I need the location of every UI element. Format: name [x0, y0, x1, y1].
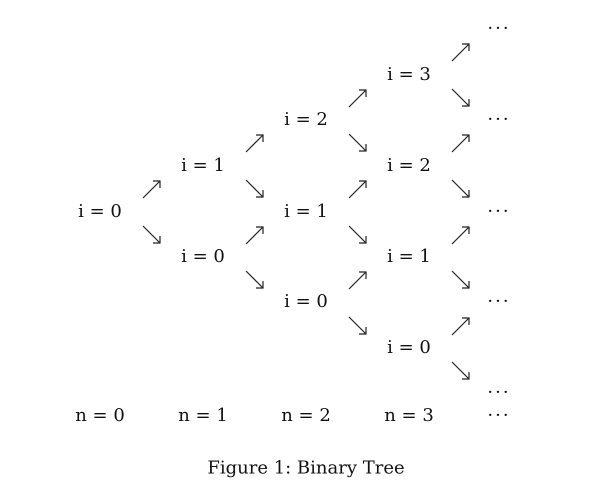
node-n3-i2: i = 2 [387, 155, 431, 176]
level-label-n3: n = 3 [384, 405, 434, 426]
arrow-up-right-icon [451, 134, 470, 153]
node-n1-i0: i = 0 [181, 246, 225, 267]
arrow-down-right-icon [245, 270, 264, 289]
arrow-down-right-icon [451, 179, 470, 198]
level-label-n0: n = 0 [75, 405, 125, 426]
ellipsis-row-2: ··· [487, 109, 511, 130]
arrow-up-right-icon [451, 43, 470, 62]
arrow-down-right-icon [451, 88, 470, 107]
node-n1-i1: i = 1 [181, 155, 225, 176]
figure-caption: Figure 1: Binary Tree [207, 457, 405, 479]
ellipsis-row-1: ··· [487, 18, 511, 39]
arrow-down-right-icon [451, 270, 470, 289]
ellipsis-row-5: ··· [487, 382, 511, 403]
arrow-up-right-icon [245, 226, 264, 245]
level-label-n2: n = 2 [281, 405, 331, 426]
node-n3-i1: i = 1 [387, 246, 431, 267]
arrow-up-right-icon [451, 317, 470, 336]
node-n3-i3: i = 3 [387, 64, 431, 85]
level-label-n1: n = 1 [178, 405, 228, 426]
arrow-down-right-icon [142, 225, 161, 244]
arrow-up-right-icon [245, 134, 264, 153]
arrow-up-right-icon [348, 89, 367, 108]
arrow-up-right-icon [348, 271, 367, 290]
arrow-up-right-icon [348, 180, 367, 199]
node-n3-i0: i = 0 [387, 337, 431, 358]
ellipsis-row-3: ··· [487, 201, 511, 222]
node-n2-i2: i = 2 [284, 109, 328, 130]
arrow-up-right-icon [142, 180, 161, 199]
node-n0-i0: i = 0 [78, 201, 122, 222]
arrow-down-right-icon [348, 133, 367, 152]
node-n2-i0: i = 0 [284, 291, 328, 312]
arrow-down-right-icon [348, 316, 367, 335]
arrow-down-right-icon [451, 361, 470, 380]
arrow-down-right-icon [245, 179, 264, 198]
arrow-up-right-icon [451, 226, 470, 245]
arrow-down-right-icon [348, 225, 367, 244]
ellipsis-row-4: ··· [487, 291, 511, 312]
ellipsis-level: ··· [487, 405, 511, 426]
node-n2-i1: i = 1 [284, 201, 328, 222]
